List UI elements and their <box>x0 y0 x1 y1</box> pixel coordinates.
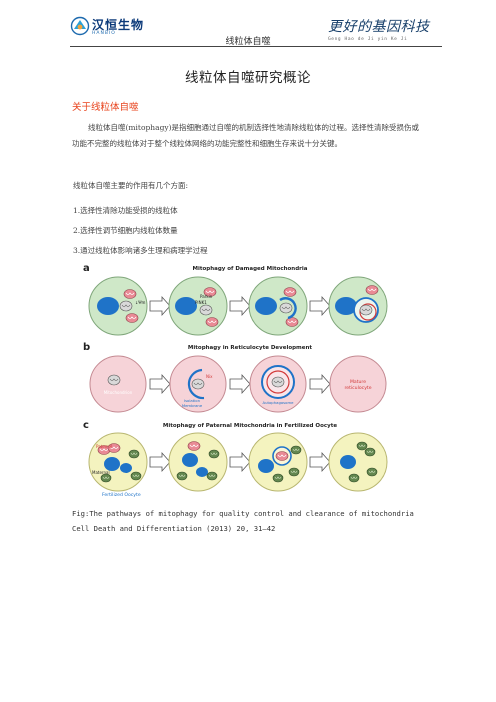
nucleus-a4 <box>335 297 357 315</box>
cell-c2 <box>168 432 228 492</box>
hanbio-logo-name: 汉恒生物 <box>92 18 145 32</box>
label-nix: Nix <box>206 374 213 379</box>
label-mature: Mature <box>350 379 366 385</box>
panel-b-row: Mitochondrion Nix Isolation Membrane Aut… <box>89 355 387 413</box>
panel-c-letter: c <box>83 420 89 431</box>
isolation-membrane-b <box>187 368 205 400</box>
section-heading: 关于线粒体自噬 <box>72 102 139 113</box>
intro-paragraph: 线粒体自噬(mitophagy)是指细胞通过自噬的机制选择性地清除线粒体的过程。… <box>72 123 420 148</box>
function-item-2: 2.选择性调节细胞内线粒体数量 <box>73 226 178 235</box>
header-title: 线粒体自噬 <box>225 37 271 47</box>
slogan-logo-name: 更好的基因科技 <box>328 19 430 35</box>
hanbio-logo: 汉恒生物 HANBIO <box>70 16 156 42</box>
label-reticulocyte: reticulocyte <box>344 385 371 391</box>
label-autophagosome: Autophagosome <box>262 400 294 405</box>
label-parkin: Parkin <box>200 294 213 299</box>
label-pink1: PINK1 <box>195 300 207 305</box>
function-item-3: 3.通过线粒体影响诸多生理和病理学过程 <box>73 246 208 255</box>
nucleus-a2 <box>175 297 197 315</box>
nucleus-a3 <box>255 297 277 315</box>
label-maternal: Maternal <box>92 470 110 475</box>
label-psi: ↓Ψm <box>135 300 146 305</box>
mitophagy-figure: a Mitophagy of Damaged Mitochondria ↓Ψm … <box>83 263 388 498</box>
panel-c-row: Paternal Maternal Fertilized Oocyte <box>88 432 388 498</box>
isolation-membrane-a <box>279 297 297 320</box>
label-membrane: Membrane <box>182 403 203 408</box>
function-item-1: 1.选择性清除功能受损的线粒体 <box>73 206 178 215</box>
panel-c-title: Mitophagy of Paternal Mitochondria in Fe… <box>163 423 337 429</box>
panel-a-title: Mitophagy of Damaged Mitochondria <box>193 266 308 272</box>
hanbio-logo-sub: HANBIO <box>92 31 116 36</box>
label-mitochondrion: Mitochondrion <box>104 390 133 395</box>
label-fertilized-oocyte: Fertilized Oocyte <box>102 492 141 498</box>
slogan-logo-sub: Geng Hao de Ji yin Ke Ji <box>328 37 408 42</box>
cell-c4 <box>328 432 388 492</box>
nucleus-a1 <box>97 297 119 315</box>
page-header: 汉恒生物 HANBIO 线粒体自噬 更好的基因科技 Geng Hao de Ji… <box>0 0 496 50</box>
cell-b4 <box>329 355 387 413</box>
panel-a-row: ↓Ψm Parkin PINK1 <box>88 276 388 336</box>
hanbio-logo-icon <box>70 16 90 36</box>
header-divider <box>70 46 442 47</box>
panel-a-letter: a <box>83 263 90 274</box>
label-isolation: Isolation <box>184 398 201 403</box>
slogan-logo: 更好的基因科技 Geng Hao de Ji yin Ke Ji <box>328 16 440 46</box>
document-title: 线粒体自噬研究概论 <box>185 70 311 86</box>
functions-intro: 线粒体自噬主要的作用有几个方面: <box>73 181 189 190</box>
label-paternal: Paternal <box>96 444 112 449</box>
figure-caption: Fig:The pathways of mitophagy for qualit… <box>72 509 414 533</box>
panel-b-title: Mitophagy in Reticulocyte Development <box>188 345 313 351</box>
panel-b-letter: b <box>83 342 90 353</box>
